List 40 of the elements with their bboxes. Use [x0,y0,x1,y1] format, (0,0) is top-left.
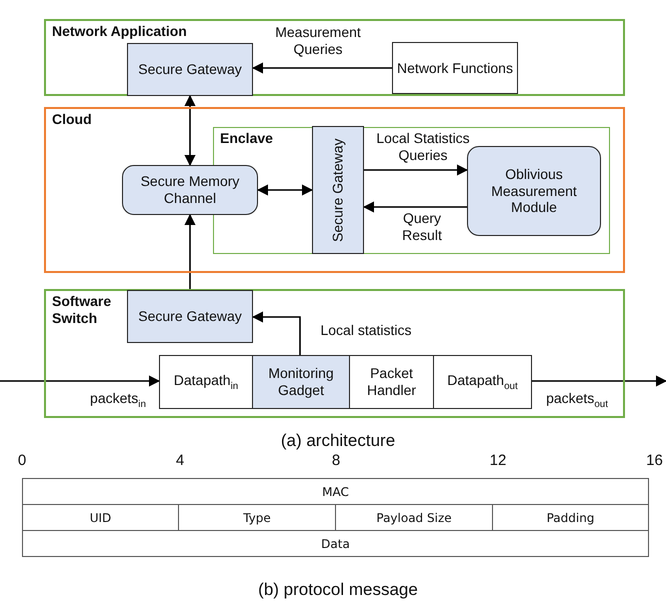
arrow [256,184,314,196]
arrow [252,62,392,74]
process-box: Secure Gateway [312,126,364,254]
process-box: Secure Gateway [127,43,253,96]
figure-caption: (a) architecture [280,431,396,451]
arrow [0,375,160,387]
process-box: Datapath$_{in}$ [159,355,253,409]
process-box: Secure Gateway [127,290,253,343]
arrow [184,214,196,290]
edge-label: Local statistics [319,322,413,339]
edge-label: Query Result [401,210,443,244]
group-title: Network Application [52,23,187,40]
arrow [364,164,468,176]
arrow [252,311,301,355]
edge-label: Measurement Queries [274,24,362,58]
group-title: Software Switch [52,293,112,327]
tick-label: 8 [330,452,342,470]
tick-label: 12 [488,452,508,470]
group-title: Cloud [52,111,92,128]
arrow [362,201,467,213]
group-frame [44,19,625,96]
tick-label: 16 [645,452,664,470]
process-box: Datapath$_{out}$ [433,355,532,409]
process-box: Secure Memory Channel [122,165,258,215]
table-cell: MAC [22,478,649,505]
edge-label: packets$_{in}$ [89,390,147,411]
group-frame [44,289,625,418]
table-cell: Data [22,530,649,557]
arrow [184,94,196,166]
process-box: Packet Handler [349,355,434,409]
group-frame [44,107,625,273]
figure-caption: (b) protocol message [257,580,419,600]
tick-label: 0 [16,452,28,470]
process-box: Oblivious Measurement Module [467,146,601,236]
group-title: Enclave [220,130,273,147]
process-box: Network Functions [392,42,518,94]
process-box: Monitoring Gadget [252,355,350,409]
edge-label: packets$_{out}$ [545,390,609,411]
tick-label: 4 [174,452,186,470]
arrow [532,375,666,387]
